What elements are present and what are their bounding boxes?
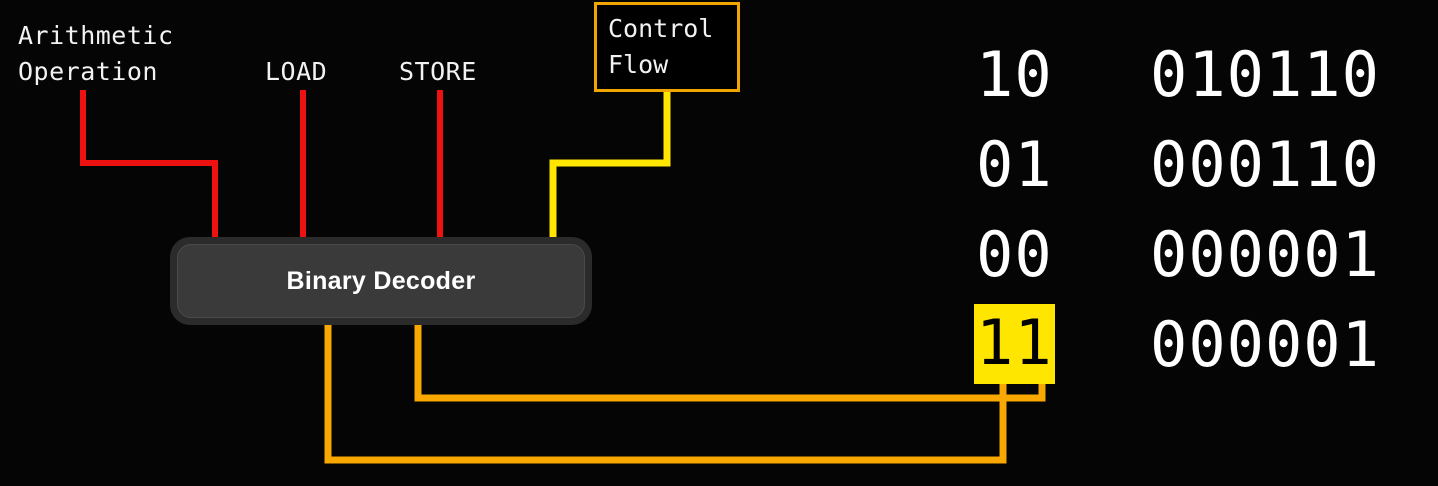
binary-code: 00 [976,218,1053,291]
binary-code-highlighted: 11 [974,304,1055,384]
label-store: STORE [399,57,477,86]
binary-decoder-inner: Binary Decoder [177,244,585,318]
binary-word: 000001 [1150,218,1380,291]
label-load: LOAD [265,57,328,86]
control-flow-box[interactable]: Control Flow [594,2,740,92]
wire-feedback-lower [324,322,1007,464]
binary-word: 000001 [1150,308,1380,381]
label-arithmetic-operation: Arithmetic Operation [18,21,174,86]
wire-arithmetic-operation [80,90,218,240]
binary-word: 000110 [1150,128,1380,201]
binary-lookup-table: 10 010110 01 000110 00 000001 11 000001 [960,22,1430,402]
wire-control-flow [549,92,671,240]
binary-table-row[interactable]: 00 000001 [960,220,1430,310]
binary-code: 01 [976,128,1053,201]
binary-table-row[interactable]: 01 000110 [960,130,1430,220]
binary-decoder-node[interactable]: Binary Decoder [170,237,592,325]
wire-feedback-upper [414,322,1046,402]
control-flow-label: Control Flow [608,14,714,79]
binary-table-row[interactable]: 10 010110 [960,40,1430,130]
binary-code: 10 [976,38,1053,111]
binary-table-row[interactable]: 11 000001 [960,304,1430,400]
binary-word: 010110 [1150,38,1380,111]
binary-decoder-label: Binary Decoder [286,266,476,295]
